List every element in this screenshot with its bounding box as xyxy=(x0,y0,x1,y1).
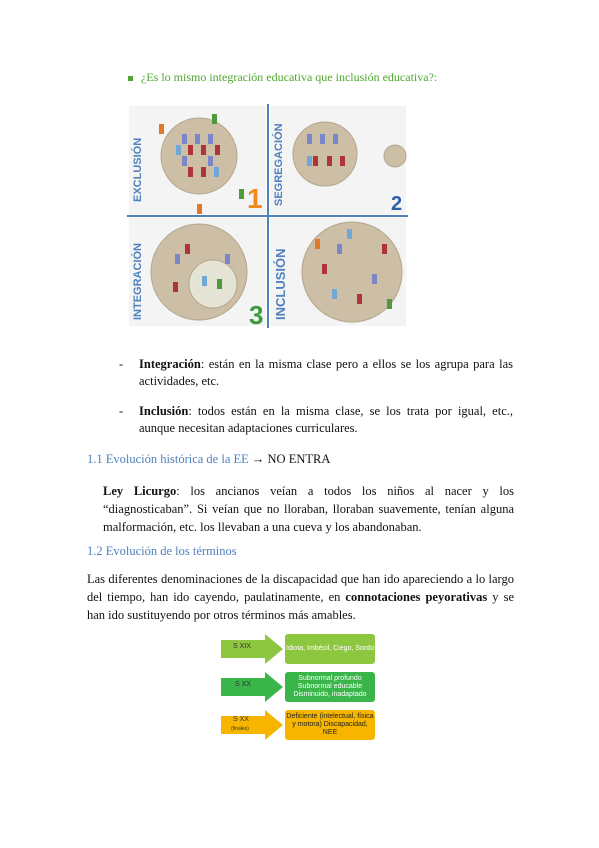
terms-paragraph: Las diferentes denominaciones de la disc… xyxy=(87,570,514,624)
licurgo-paragraph: Ley Licurgo: los ancianos veían a todos … xyxy=(103,482,514,536)
number-2: 2 xyxy=(391,193,402,215)
timeline-era: S XX xyxy=(235,681,251,688)
definition-text: : están en la misma clase pero a ellos s… xyxy=(139,357,513,388)
definition-text: : todos están en la misma clase, se los … xyxy=(139,404,513,435)
definition-dash: - xyxy=(119,404,124,418)
definition-term: Integración xyxy=(139,357,201,371)
terms-text-after: y se han ido sustituyendo por otros térm… xyxy=(87,590,514,622)
terms-timeline-figure: S XIX Idiota, Imbécil, Ciego, Sordo S XX… xyxy=(221,632,381,744)
timeline-terms-box: Deficiente (intelectual, física y motora… xyxy=(285,710,375,740)
timeline-era: S XX xyxy=(233,716,249,723)
bullet-question-text: ¿Es lo mismo integración educativa que i… xyxy=(141,70,438,84)
label-integracion: INTEGRACIÓN xyxy=(131,243,144,320)
timeline-era-sub: (finales) xyxy=(231,726,249,732)
bullet-square-icon xyxy=(128,75,133,81)
arrow-right-icon: → xyxy=(251,452,265,466)
bullet-question: ¿Es lo mismo integración educativa que i… xyxy=(128,70,437,85)
number-1: 1 xyxy=(247,183,263,214)
arrow-shape xyxy=(221,672,283,702)
definition-dash: - xyxy=(119,357,124,371)
arrow-shape xyxy=(221,634,283,664)
definition-term: Inclusión xyxy=(139,404,189,418)
timeline-terms-box: Subnormal profundo Subnormal educable Di… xyxy=(285,672,375,702)
inclusion-figure: EXCLUSIÓN SEGREGACIÓN INTEGRACIÓN INCLUS… xyxy=(127,104,408,328)
label-segregacion: SEGREGACIÓN xyxy=(272,123,285,206)
terms-text-bold: connotaciones peyorativas xyxy=(345,590,488,604)
licurgo-term: Ley Licurgo xyxy=(103,484,177,498)
arrow-shape xyxy=(221,710,283,740)
section-1-1-note: NO ENTRA xyxy=(267,452,331,466)
label-inclusion: INCLUSIÓN xyxy=(273,249,288,321)
section-1-2-heading: 1.2 Evolución de los términos xyxy=(87,544,237,558)
timeline-terms-box: Idiota, Imbécil, Ciego, Sordo xyxy=(285,634,375,664)
section-1-1-heading: 1.1 Evolución histórica de la EE → NO EN… xyxy=(87,452,330,467)
licurgo-text: : los ancianos veían a todos los niños a… xyxy=(103,484,514,534)
section-1-1-title: 1.1 Evolución histórica de la EE xyxy=(87,452,249,466)
label-exclusion: EXCLUSIÓN xyxy=(131,138,144,202)
terms-text-before: Las diferentes denominaciones de la disc… xyxy=(87,572,514,604)
timeline-era: S XIX xyxy=(233,643,251,650)
number-3: 3 xyxy=(249,300,263,328)
